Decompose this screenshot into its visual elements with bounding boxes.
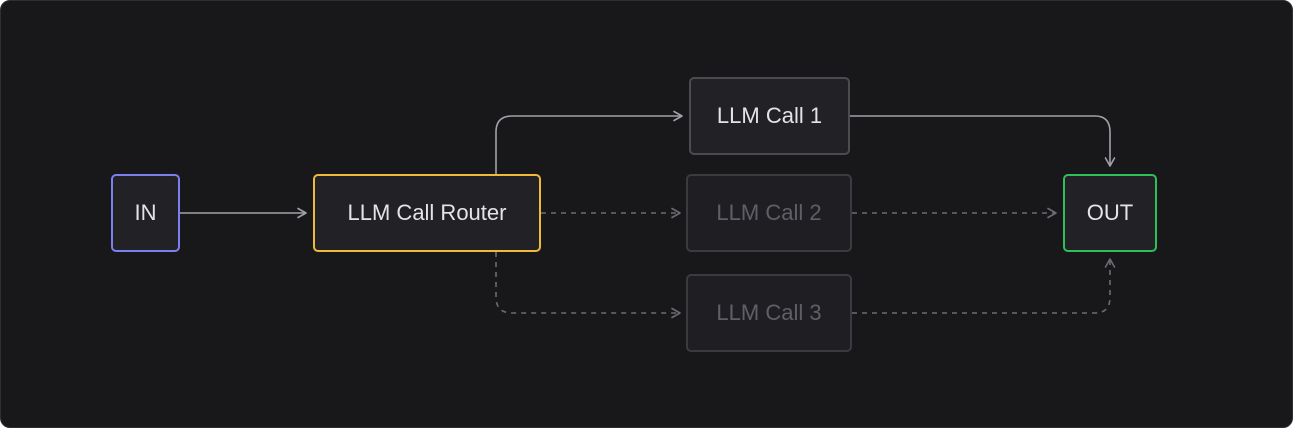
input-node-label: IN [134, 200, 157, 225]
llm-call-1-node: LLM Call 1 [689, 77, 850, 155]
router-node-label: LLM Call Router [347, 200, 507, 225]
output-node-label: OUT [1086, 200, 1134, 225]
edge-router-to-call-1 [495, 110, 683, 174]
llm-call-2-label: LLM Call 2 [716, 200, 822, 225]
llm-call-1-label: LLM Call 1 [716, 103, 823, 128]
edge-call-3-to-out [852, 258, 1116, 314]
edge-call-1-to-out [850, 115, 1116, 167]
output-node: OUT [1063, 174, 1157, 252]
llm-call-3-label: LLM Call 3 [716, 300, 822, 325]
router-node: LLM Call Router [313, 174, 541, 252]
llm-call-2-node: LLM Call 2 [686, 174, 852, 252]
edge-router-to-call-3 [495, 252, 681, 319]
input-node: IN [111, 174, 180, 252]
llm-call-3-node: LLM Call 3 [686, 274, 852, 352]
